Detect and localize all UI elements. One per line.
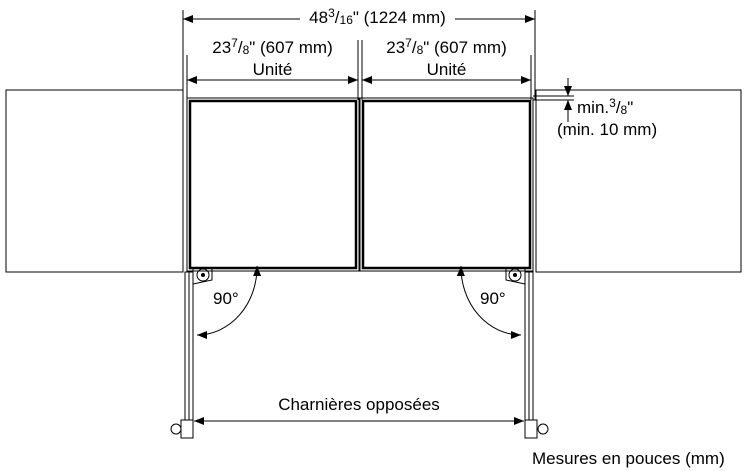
unit-right <box>361 99 532 270</box>
unit-right-body <box>359 97 534 272</box>
right-handle-knob <box>537 423 549 435</box>
right-angle-arc <box>456 265 522 339</box>
gap-label: min.3/8" <box>577 96 634 117</box>
hinges-label: Charnières opposées <box>278 395 440 414</box>
total-width-label: 483/16" (1224 mm) <box>309 6 446 27</box>
right-handle <box>524 419 538 439</box>
left-hinge-pin <box>201 273 205 277</box>
unit-left-caption: Unité <box>252 60 293 79</box>
unit-right-caption: Unité <box>426 60 467 79</box>
unit-right-width-label: 237/8" (607 mm) <box>386 36 507 57</box>
left-angle-label: 90° <box>213 289 239 308</box>
unit-left-width-label: 237/8" (607 mm) <box>212 36 333 57</box>
right-hinge-pin <box>513 273 517 277</box>
right-cabinet <box>535 89 742 273</box>
gap-metric-label: (min. 10 mm) <box>557 120 658 139</box>
left-cabinet <box>5 89 184 273</box>
left-handle <box>180 419 194 439</box>
left-handle-knob <box>170 423 182 435</box>
units-footer: Mesures en pouces (mm) <box>532 449 725 468</box>
left-angle-arc <box>196 265 262 339</box>
unit-left-body <box>186 97 360 272</box>
unit-left <box>188 99 358 270</box>
right-angle-label: 90° <box>480 289 506 308</box>
